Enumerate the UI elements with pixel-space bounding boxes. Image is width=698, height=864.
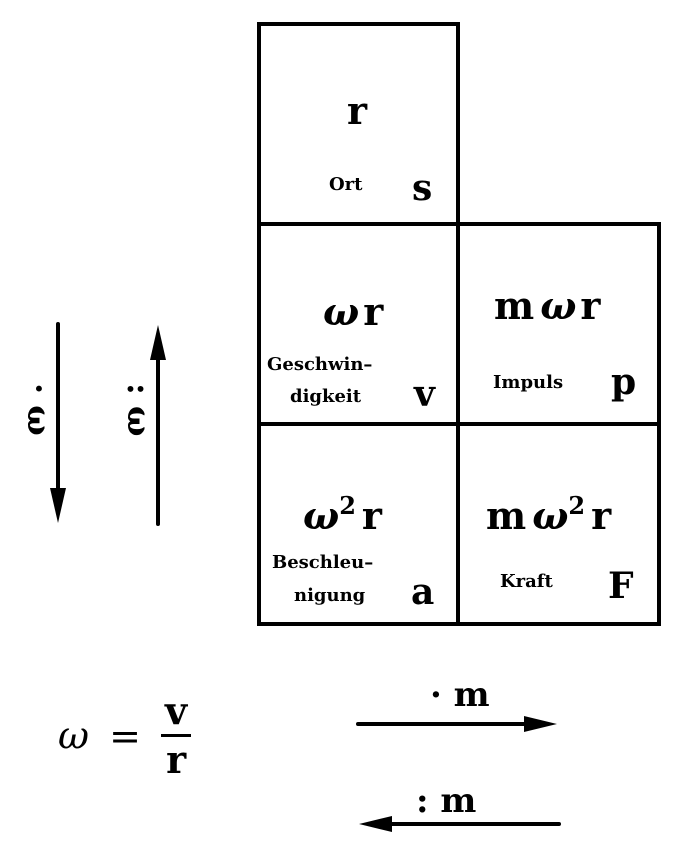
acceleration-formula-r: r	[361, 493, 382, 538]
formula-equals: =	[109, 713, 141, 758]
velocity-symbol: v	[414, 373, 435, 415]
formula-fraction: v r	[161, 692, 192, 782]
velocity-label-line2: digkeit	[290, 386, 362, 407]
force-formula-omega: ω	[532, 493, 569, 538]
arrow-down-label: · ω	[20, 383, 58, 436]
formula-omega: ω	[58, 713, 89, 758]
position-formula: r	[347, 92, 367, 130]
formula-denominator: r	[166, 737, 187, 782]
force-label: Kraft	[500, 571, 553, 592]
momentum-formula-m: m	[494, 283, 535, 328]
acceleration-label-line2: nigung	[294, 585, 366, 606]
formula-numerator: v	[161, 692, 192, 737]
velocity-formula-omega: ω	[323, 289, 360, 334]
force-formula-exponent: 2	[568, 491, 586, 520]
momentum-formula-omega: ω	[540, 283, 577, 328]
velocity-label-line1: Geschwin–	[267, 354, 373, 375]
force-formula-m: m	[486, 493, 527, 538]
position-symbol: s	[412, 167, 433, 209]
arrow-right-label: · m	[430, 675, 490, 715]
acceleration-label-line1: Beschleu–	[272, 552, 374, 573]
momentum-symbol: p	[611, 361, 637, 403]
omega-formula: ω = v r	[58, 692, 192, 782]
arrow-up-divide-omega	[150, 325, 166, 526]
cell-force-border	[456, 422, 661, 626]
arrow-up-label: : ω	[120, 383, 158, 437]
arrow-right-times-m	[356, 716, 557, 732]
acceleration-formula-omega: ω	[303, 493, 340, 538]
force-formula-r: r	[591, 493, 612, 538]
arrow-up-label-text: : ω	[120, 383, 158, 437]
position-label: Ort	[329, 174, 363, 195]
arrow-left-divide-m	[359, 816, 561, 832]
acceleration-formula-exponent: 2	[339, 491, 356, 520]
acceleration-symbol: a	[411, 571, 435, 613]
arrow-down-label-text: · ω	[20, 383, 58, 436]
arrow-down-times-omega	[50, 322, 66, 523]
momentum-label: Impuls	[493, 372, 564, 393]
position-formula-r: r	[347, 88, 368, 133]
velocity-formula-r: r	[363, 289, 384, 334]
arrow-left-label: : m	[416, 781, 477, 821]
force-symbol: F	[608, 565, 634, 607]
momentum-formula-r: r	[580, 283, 601, 328]
